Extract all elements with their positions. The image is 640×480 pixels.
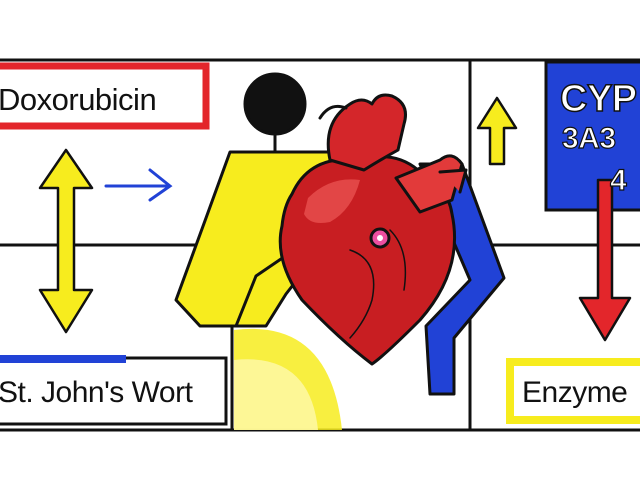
right-arrow-icon: [104, 168, 173, 202]
drug-label-box: [0, 62, 210, 130]
cyp-label-line2: 3A3: [561, 122, 616, 155]
enzyme-label: Enzyme: [522, 376, 628, 409]
herb-label-box: [0, 355, 228, 426]
up-arrow-icon: [476, 96, 518, 166]
down-arrow-icon: [578, 178, 632, 342]
cyp-label-line3: 4: [609, 164, 627, 197]
cyp-label-line1: CYP: [559, 78, 638, 120]
enzyme-label-box: [506, 358, 640, 424]
cyp-label-box: [544, 60, 640, 212]
drug-label: Doxorubicin: [0, 82, 157, 117]
glow-accent: [234, 328, 342, 430]
herb-label: St. John's Wort: [0, 376, 193, 409]
up-down-arrow-icon: [38, 148, 94, 334]
heart-illustration-icon: [278, 93, 468, 366]
